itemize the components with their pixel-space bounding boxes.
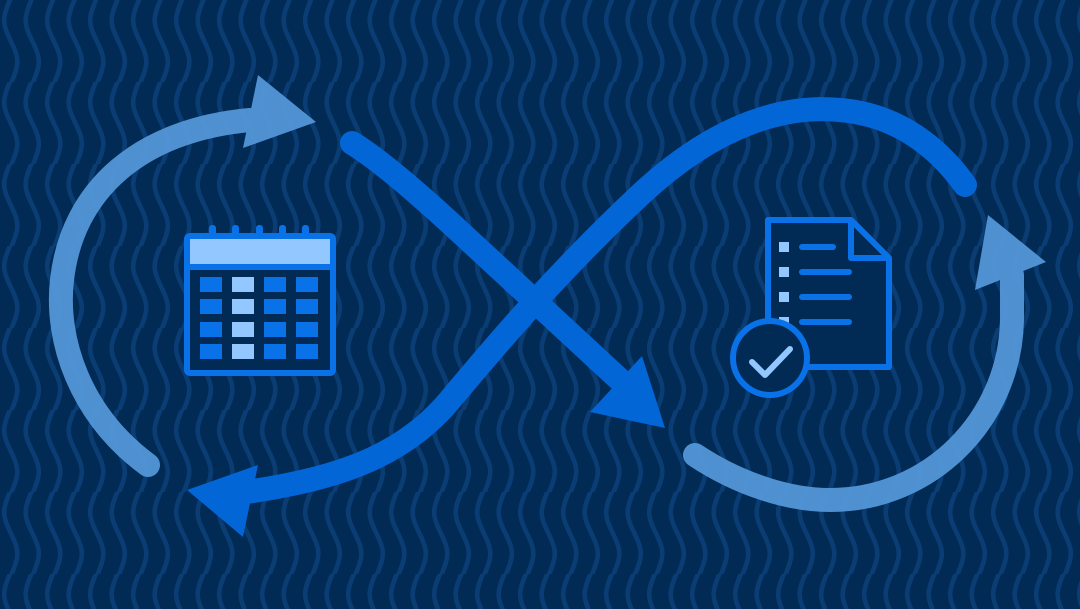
infinity-curve-arrow bbox=[187, 97, 977, 537]
left-cycle-arrow bbox=[48, 75, 316, 477]
arrowhead-icon bbox=[243, 75, 316, 148]
arrowhead-icon bbox=[187, 465, 258, 537]
arrowhead-icon bbox=[590, 356, 665, 428]
checklist-lines bbox=[799, 244, 852, 325]
document-checklist-icon bbox=[730, 217, 892, 398]
arrowhead-icon bbox=[975, 215, 1046, 290]
right-cycle-arrow bbox=[683, 215, 1046, 513]
check-badge-icon bbox=[730, 318, 810, 398]
diagonal-arrow bbox=[340, 131, 665, 428]
calendar-icon bbox=[184, 225, 336, 376]
